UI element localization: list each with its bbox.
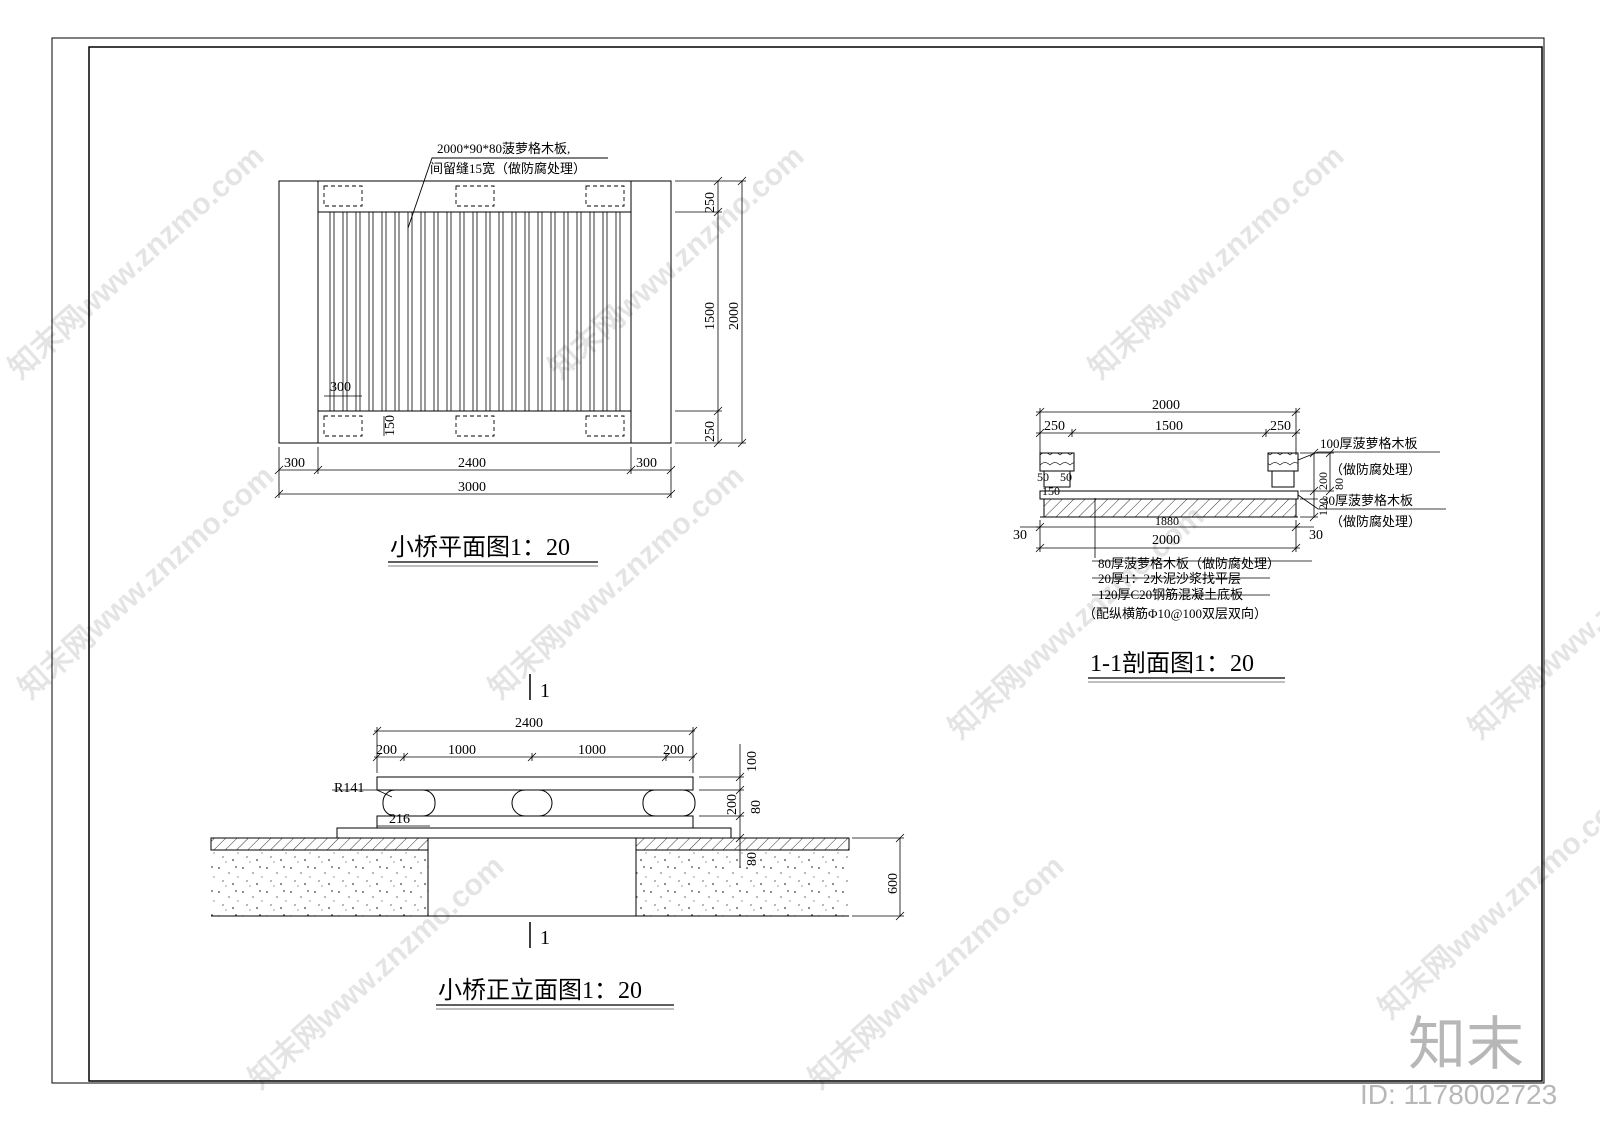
- watermark-text: 知末网www.znzmo.com: [543, 139, 811, 385]
- base-strip: [336, 827, 732, 839]
- plan-dim-300-right: 300: [636, 456, 657, 471]
- beam-middle: [511, 789, 553, 817]
- cut-mark-top: 1: [540, 680, 550, 702]
- elev-dim-2400: 2400: [515, 716, 543, 731]
- beam-right: [642, 789, 696, 817]
- sec-dim-120: 120: [1316, 498, 1330, 516]
- sec-dim-2000-bottom: 2000: [1152, 533, 1180, 548]
- soil-right: [636, 850, 849, 916]
- elev-dim-80-b: 80: [745, 852, 760, 866]
- elev-dim-1000-right: 1000: [578, 743, 606, 758]
- plan-note-line2: 间留缝15宽（做防腐处理）: [430, 161, 586, 176]
- sec-dim-80: 80: [1332, 478, 1346, 490]
- deck-board: [1039, 490, 1299, 500]
- plan-dim-1500: 1500: [703, 302, 718, 330]
- section-view: 2000 250 1500 250: [1013, 398, 1446, 683]
- sec-dim-2000-top: 2000: [1152, 398, 1180, 413]
- sec-note-3: 120厚C20钢筋混凝土底板: [1098, 587, 1243, 602]
- pier-markers: [323, 185, 625, 437]
- plan-dim-250-bottom: 250: [703, 421, 718, 442]
- sec-note-2: 20厚1：2水泥沙浆找平层: [1098, 571, 1241, 586]
- elev-dim-200-right: 200: [663, 743, 684, 758]
- sec-label-30-board: 30厚菠萝格木板: [1322, 493, 1413, 508]
- plan-note-line1: 2000*90*80菠萝格木板,: [437, 141, 570, 156]
- plan-view: 2000*90*80菠萝格木板, 间留缝15宽（做防腐处理） 300 2400 …: [274, 141, 747, 567]
- sec-note-1: 80厚菠萝格木板（做防腐处理）: [1098, 556, 1280, 571]
- inner-frame: [88, 46, 1543, 1082]
- plan-dim-150: 150: [383, 415, 398, 436]
- top-deck: [376, 776, 694, 791]
- sec-dim-250-left: 250: [1044, 419, 1065, 434]
- sec-dim-150: 150: [1042, 484, 1060, 498]
- watermark-text: 知末网www.znzmo.com: [3, 139, 271, 385]
- sec-label-100-board: 100厚菠萝格木板: [1320, 436, 1418, 451]
- ground-paving-left: [210, 837, 429, 851]
- elevation-title: 小桥正立面图1：20: [438, 977, 642, 1004]
- elev-dim-100: 100: [745, 751, 760, 772]
- sec-dim-30-right: 30: [1309, 528, 1323, 543]
- elev-radius-r141: R141: [334, 781, 364, 796]
- post-right: [1267, 452, 1299, 472]
- brand-logo: 知末: [1408, 1012, 1524, 1077]
- watermark-text: 知末网www.znzmo.com: [943, 499, 1211, 745]
- elev-dim-1000-left: 1000: [448, 743, 476, 758]
- outer-frame: [51, 37, 1545, 1084]
- watermark-text: 知末网www.znzmo.com: [13, 459, 281, 705]
- sec-dim-1880: 1880: [1155, 514, 1179, 528]
- watermark-text: 知末网www.znzmo.com: [1373, 779, 1600, 1025]
- sec-dim-250-right: 250: [1270, 419, 1291, 434]
- sec-label-30-board-treat: （做防腐处理）: [1330, 514, 1421, 529]
- plan-dim-2400: 2400: [458, 456, 486, 471]
- sec-dim-200: 200: [1316, 472, 1330, 490]
- elev-dim-216: 216: [389, 812, 410, 827]
- brand-id: ID: 1178002723: [1360, 1079, 1557, 1110]
- plan-inner-frame: [317, 180, 632, 444]
- sec-dim-50-b: 50: [1060, 470, 1072, 484]
- sec-label-100-board-treat: （做防腐处理）: [1330, 462, 1421, 477]
- post-left: [1039, 452, 1075, 472]
- plank-lines: [329, 212, 621, 411]
- watermarks: 知末网www.znzmo.com 知末网www.znzmo.com 知末网www.z…: [3, 139, 1600, 1095]
- beam-left: [382, 789, 436, 817]
- elev-dim-200-left: 200: [376, 743, 397, 758]
- elev-dim-80-a: 80: [749, 800, 764, 814]
- plan-dim-300-left: 300: [284, 456, 305, 471]
- plan-title: 小桥平面图1：20: [390, 534, 570, 561]
- ground-paving-right: [635, 837, 850, 851]
- plan-dim-250-top: 250: [703, 192, 718, 213]
- soil-left: [211, 850, 428, 916]
- sec-dim-50-a: 50: [1037, 470, 1049, 484]
- watermark-text: 知末网www.znzmo.com: [483, 459, 751, 705]
- sec-dim-30-left: 30: [1013, 528, 1027, 543]
- sec-note-4: （配纵横筋Φ10@100双层双向）: [1083, 606, 1267, 621]
- elevation-view: 1 1: [210, 674, 905, 1010]
- elev-dim-200: 200: [725, 794, 740, 815]
- watermark-text: 知末网www.znzmo.com: [1463, 499, 1600, 745]
- section-title: 1-1剖面图1：20: [1090, 650, 1254, 677]
- sec-dim-1500: 1500: [1155, 419, 1183, 434]
- plan-dim-300-small: 300: [330, 380, 351, 395]
- plan-dim-2000: 2000: [727, 302, 742, 330]
- elev-dim-600: 600: [886, 873, 901, 894]
- plan-dim-3000: 3000: [458, 480, 486, 495]
- cut-mark-bottom: 1: [540, 927, 550, 949]
- watermark-text: 知末网www.znzmo.com: [1083, 139, 1351, 385]
